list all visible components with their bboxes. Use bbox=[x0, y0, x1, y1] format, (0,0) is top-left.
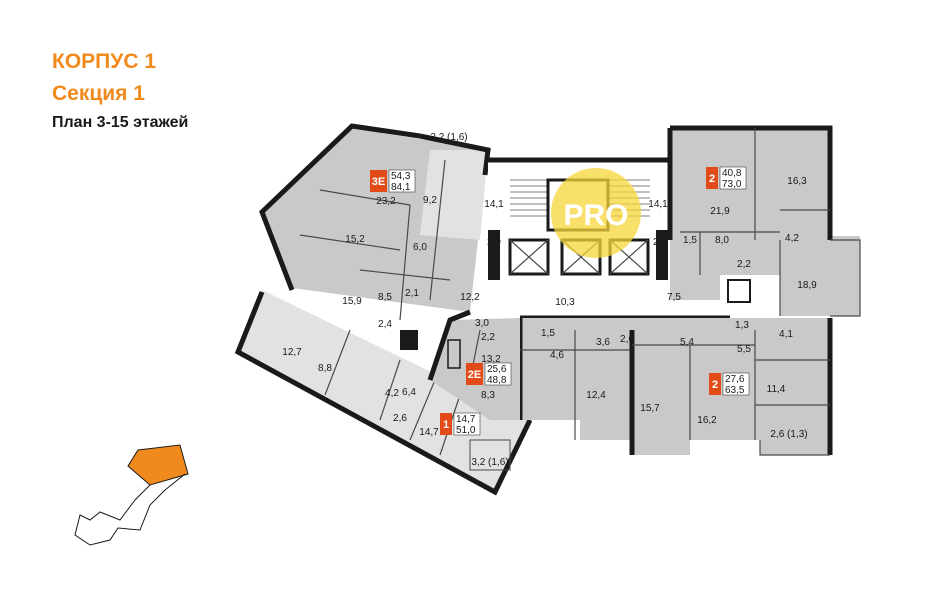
room-area-label: 2,6 (1,3) bbox=[770, 429, 807, 440]
floor-plan-title: План 3-15 этажей bbox=[52, 114, 189, 131]
apartment-area-box bbox=[484, 362, 512, 386]
room-area-label: 11,4 bbox=[767, 384, 786, 395]
room-area-label: 14,1 bbox=[648, 199, 668, 210]
room-area-label: 3,0 bbox=[475, 318, 489, 329]
pro-watermark: PRO bbox=[551, 168, 641, 258]
apartment-1-area bbox=[238, 290, 530, 490]
room-area-label: 2,1 bbox=[405, 288, 419, 299]
apartment-badge[interactable]: 2 27,663,5 bbox=[709, 372, 750, 396]
room-area-label: 2,9 bbox=[653, 237, 667, 248]
room-area-label: 8,3 bbox=[481, 390, 495, 401]
room-area-label: 5,5 bbox=[737, 344, 751, 355]
left-lower-wing bbox=[234, 290, 533, 496]
room-area-label: 4,2 bbox=[785, 233, 799, 244]
apartment-total-area: 84,1 bbox=[391, 182, 411, 193]
room-area-label: 3,2 (1,6) bbox=[430, 132, 467, 143]
room-area-label: 2,6 bbox=[620, 334, 634, 345]
apartment-rooms-marker bbox=[706, 167, 718, 189]
room-area-label: 4,1 bbox=[779, 329, 793, 340]
room-area-label: 1,3 bbox=[735, 320, 749, 331]
left-upper-wing bbox=[259, 123, 491, 350]
room-area-label: 16,2 bbox=[697, 415, 717, 426]
room-area-label: 7,5 bbox=[667, 292, 681, 303]
apartment-living-area: 25,6 bbox=[487, 364, 507, 375]
room-area-label: 15,7 bbox=[640, 403, 660, 414]
room-area-label: 4,6 bbox=[550, 350, 564, 361]
apartment-rooms: 2 bbox=[712, 379, 718, 391]
room-area-label: 12,4 bbox=[586, 390, 606, 401]
room-area-label: 10,3 bbox=[555, 297, 575, 308]
apartment-badge[interactable]: 2 40,873,0 bbox=[706, 166, 747, 190]
right-upper-block bbox=[667, 125, 861, 317]
room-area-label: 23,2 bbox=[376, 196, 396, 207]
room-area-label: 15,2 bbox=[345, 234, 365, 245]
room-area-label: 9,2 bbox=[423, 195, 437, 206]
apartment-rooms: 3Е bbox=[372, 176, 385, 188]
apartment-area-box bbox=[453, 412, 481, 436]
room-area-label: 21,9 bbox=[710, 206, 730, 217]
apartment-rooms-marker bbox=[466, 363, 483, 385]
room-area-label: 1,5 bbox=[683, 235, 697, 246]
apartment-2-lower-area bbox=[520, 318, 830, 455]
room-area-label: 15,9 bbox=[342, 296, 362, 307]
room-area-label: 2,9 bbox=[487, 237, 501, 248]
apartment-badge[interactable]: 1 14,751,0 bbox=[440, 412, 481, 436]
apartment-rooms-marker bbox=[370, 170, 387, 192]
room-area-label: 2,2 bbox=[481, 332, 495, 343]
apartment-living-area: 54,3 bbox=[391, 171, 411, 182]
building-title: КОРПУС 1 bbox=[52, 50, 156, 73]
watermark-text: PRO bbox=[563, 199, 628, 232]
room-area-label: 5,4 bbox=[680, 337, 694, 348]
room-area-label: 2,2 bbox=[737, 259, 751, 270]
room-area-label: 3,6 bbox=[596, 337, 610, 348]
apartment-living-area: 14,7 bbox=[456, 414, 476, 425]
room-area-label: 12,7 bbox=[282, 347, 302, 358]
room-area-label: 14,7 bbox=[419, 427, 439, 438]
apartment-total-area: 51,0 bbox=[456, 425, 476, 436]
key-plan bbox=[74, 444, 189, 546]
apartment-rooms-marker bbox=[440, 413, 452, 435]
apartment-rooms: 2Е bbox=[468, 369, 481, 381]
section-title: Секция 1 bbox=[52, 82, 145, 105]
room-area-label: 12,2 bbox=[460, 292, 480, 303]
apartment-3e-hall bbox=[420, 150, 488, 240]
room-area-label: 8,8 bbox=[318, 363, 332, 374]
room-area-label: 3,2 (1,6) bbox=[471, 457, 508, 468]
room-area-label: 16,3 bbox=[787, 176, 807, 187]
apartment-rooms: 2 bbox=[709, 173, 715, 185]
apartment-living-area: 40,8 bbox=[722, 168, 742, 179]
apartment-total-area: 63,5 bbox=[725, 385, 745, 396]
apartment-living-area: 27,6 bbox=[725, 374, 745, 385]
room-area-label: 6,4 bbox=[402, 387, 416, 398]
room-area-label: 8,0 bbox=[715, 235, 729, 246]
room-area-label: 18,9 bbox=[797, 280, 817, 291]
apartment-badge[interactable]: 3Е 54,384,1 bbox=[370, 169, 416, 193]
room-area-label: 13,2 bbox=[481, 354, 501, 365]
apartment-total-area: 73,0 bbox=[722, 179, 742, 190]
room-area-label: 14,1 bbox=[484, 199, 504, 210]
room-area-label: 2,4 bbox=[378, 319, 392, 330]
apartment-area-box bbox=[388, 169, 416, 193]
room-area-label: 6,0 bbox=[413, 242, 427, 253]
apartment-area-box bbox=[722, 372, 750, 396]
apartment-rooms-marker bbox=[709, 373, 721, 395]
room-area-label: 1,5 bbox=[541, 328, 555, 339]
apartment-rooms: 1 bbox=[443, 419, 449, 431]
room-area-label: 2,6 bbox=[393, 413, 407, 424]
apartment-badge[interactable]: 2Е 25,648,8 bbox=[466, 362, 512, 386]
room-area-label: 8,5 bbox=[378, 292, 392, 303]
room-area-label: 4,2 bbox=[385, 388, 399, 399]
apartment-total-area: 48,8 bbox=[487, 375, 507, 386]
apartment-area-box bbox=[719, 166, 747, 190]
